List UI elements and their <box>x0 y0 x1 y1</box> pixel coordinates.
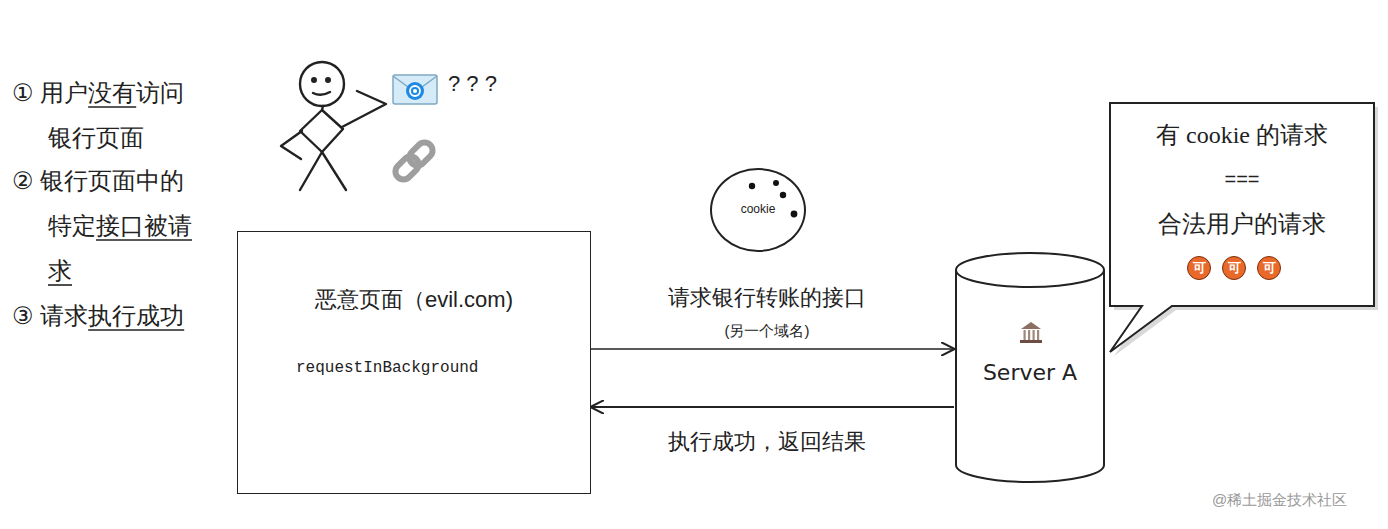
badge-circle: 可 <box>1257 256 1281 280</box>
edge-note: (另一个域名) <box>725 322 810 341</box>
badge-text: 可 <box>1188 257 1210 278</box>
link-icon <box>392 139 436 183</box>
underline <box>96 239 192 241</box>
underline <box>48 284 72 286</box>
underline <box>88 106 136 108</box>
speech-bubble: 有 cookie 的请求===合法用户的请求可可可 <box>1109 102 1375 307</box>
badge-text: 可 <box>1258 257 1280 278</box>
badge-text: 可 <box>1223 257 1245 278</box>
email-icon <box>393 75 437 104</box>
step-note: ① 用户没有访问银行页面 <box>12 70 202 160</box>
bank-icon <box>1020 322 1042 343</box>
bubble-line: 有 cookie 的请求 <box>1109 120 1375 150</box>
page-code: requestInBackground <box>238 358 590 378</box>
edge-label: 执行成功，返回结果 <box>665 428 869 456</box>
step-note: ② 银行页面中的特定接口被请求 <box>12 158 202 293</box>
cookie-circle: cookie <box>710 168 806 252</box>
arrow-connector <box>591 348 954 349</box>
watermark: @稀土掘金技术社区 <box>1212 491 1347 510</box>
bubble-border <box>1110 103 1374 352</box>
page-box: 恶意页面（evil.com) requestInBackground <box>237 231 591 494</box>
question-marks: ? ? ? <box>448 70 497 98</box>
underline <box>88 329 184 331</box>
step-note: ③ 请求执行成功 <box>12 293 202 338</box>
arrow-connector <box>591 406 954 408</box>
cookie-text: cookie <box>712 202 804 217</box>
badge-circle: 可 <box>1222 256 1246 280</box>
badge-circle: 可 <box>1187 256 1211 280</box>
cylinder-top <box>956 253 1104 287</box>
server-cylinder: Server A <box>954 252 1106 482</box>
server-name: Server A <box>954 359 1106 387</box>
stick-figure <box>281 62 386 190</box>
page-title: 恶意页面（evil.com) <box>238 286 590 314</box>
equals-sign: === <box>1109 167 1375 192</box>
edge-label: 请求银行转账的接口 <box>665 284 869 312</box>
bubble-line: 合法用户的请求 <box>1109 209 1375 239</box>
